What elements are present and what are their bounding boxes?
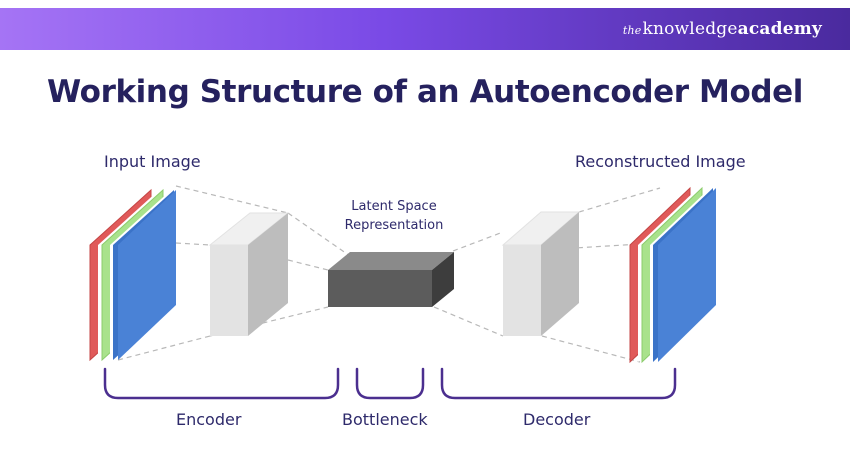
bottleneck-bracket [355,367,425,400]
latent-label-line2: Representation [344,218,444,233]
encoder-block [208,212,290,336]
latent-space-box [328,252,454,307]
page-title: Working Structure of an Autoencoder Mode… [46,74,804,110]
header-banner: theknowledgeacademy [0,8,850,50]
brand-middle: knowledge [642,19,738,39]
encoder-bracket [103,367,340,400]
latent-space-label: Latent Space Representation [330,197,458,235]
decoder-block [501,211,581,336]
reconstructed-image-stack [629,186,716,364]
decoder-bracket [440,367,677,400]
encoder-label: Encoder [176,410,242,429]
input-image-label: Input Image [104,152,201,171]
section-brackets [103,367,677,400]
latent-label-line1: Latent Space [351,199,437,214]
input-image-stack [89,188,176,362]
reconstructed-image-label: Reconstructed Image [575,152,746,171]
brand-prefix: the [622,24,642,37]
brand-logo: theknowledgeacademy [623,16,822,44]
brand-suffix: academy [737,19,822,39]
decoder-label: Decoder [523,410,591,429]
bottleneck-label: Bottleneck [342,410,428,429]
